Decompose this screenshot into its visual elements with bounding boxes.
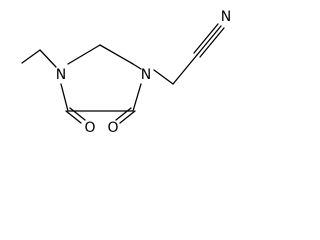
bond-nitrile-triple-a — [193, 23, 219, 54]
bond-n1-ch2 — [153, 69, 174, 85]
bond-n4-c3 — [60, 83, 69, 112]
bond-c5-c6 — [99, 44, 134, 65]
bond-c3-o-a — [65, 110, 82, 124]
atom-label-o-right: O — [107, 120, 118, 136]
bond-c6-n1 — [132, 63, 142, 70]
bond-ch2-c-nitrile — [172, 54, 198, 85]
atom-label-o-left: O — [84, 120, 95, 136]
bond-n4-c5 — [67, 44, 101, 65]
bond-n1-c2 — [132, 83, 142, 112]
bond-nitrile-triple-b — [196, 25, 222, 56]
bond-ethyl-ch2-n — [39, 49, 57, 68]
bond-c2-o-b — [119, 110, 136, 124]
atom-label-n4: N — [56, 67, 66, 83]
bond-c3-o-b — [69, 107, 86, 121]
molecule-structure: N N O O N — [21, 9, 231, 136]
bond-ethyl-ch3-ch2 — [21, 49, 41, 64]
atom-label-n-nitrile: N — [221, 9, 231, 25]
bond-nitrile-triple-c — [199, 27, 225, 58]
bond-c2-o-a — [115, 107, 132, 121]
atom-label-n1: N — [141, 67, 151, 83]
